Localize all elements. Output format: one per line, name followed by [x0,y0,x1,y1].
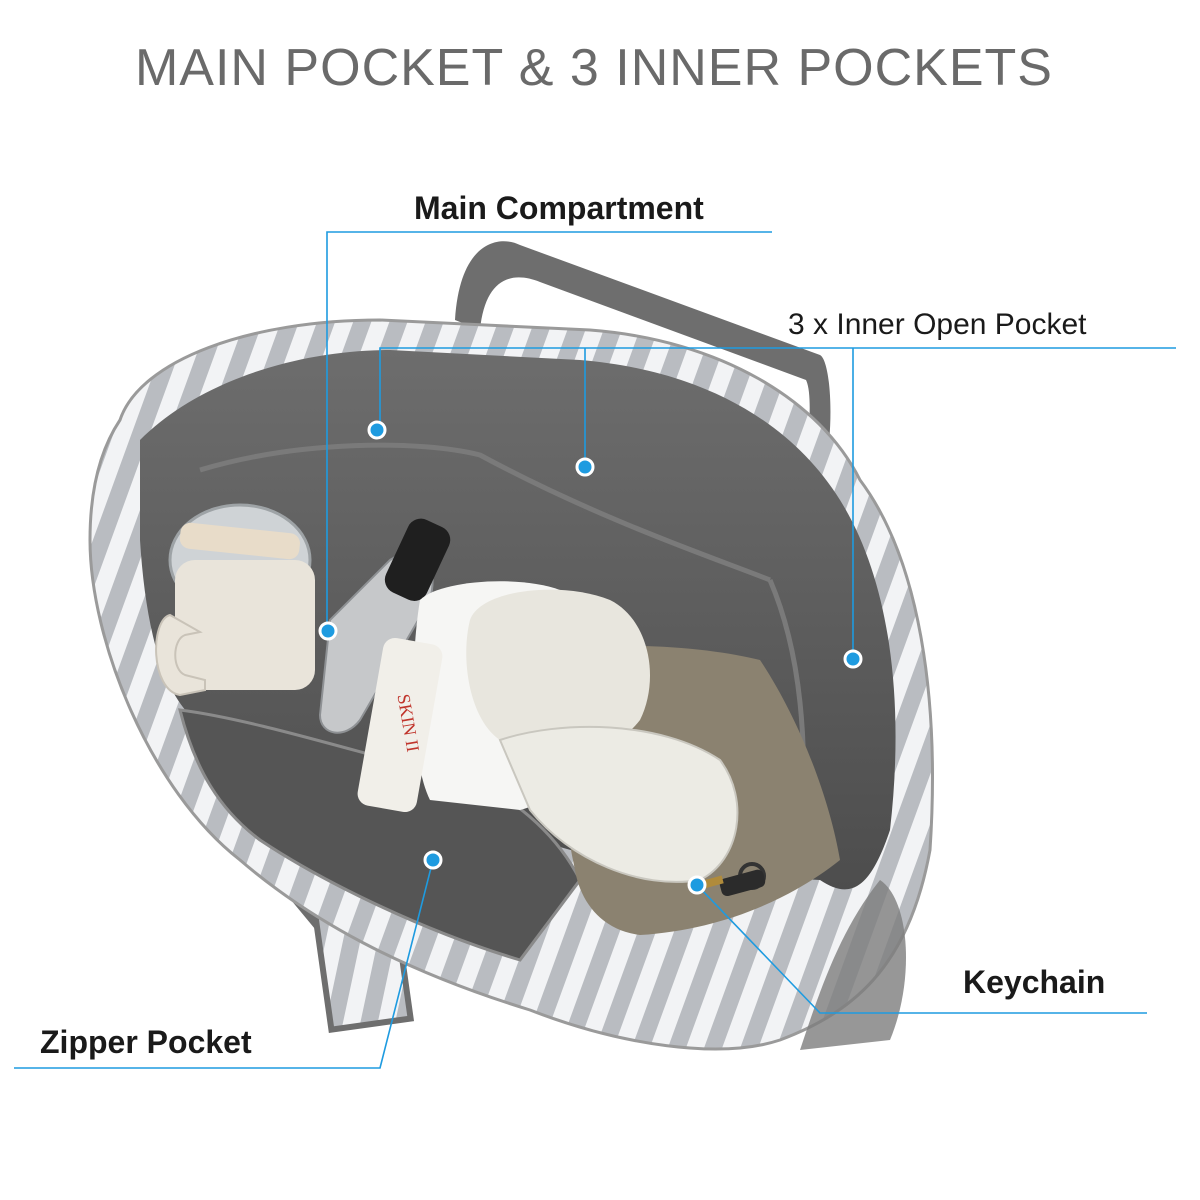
cap-brim [498,725,739,883]
callout-line-key [696,884,1147,1014]
label-main-compartment: Main Compartment [414,190,704,226]
label-zipper-pocket: Zipper Pocket [40,1024,252,1060]
key [719,869,766,897]
callout-lines [14,231,1176,1069]
mesh-side-pocket [800,880,907,1050]
callout-line-inner [379,347,1176,430]
callout-dots [318,420,863,895]
callout-line-zip [14,859,434,1069]
back-handle [455,241,831,470]
inner-pocket-edge-1 [199,442,771,583]
label-keychain: Keychain [963,964,1106,1000]
callout-dot-zip [423,850,443,870]
callout-line-main [326,231,772,630]
callout-dot-inner-3 [843,649,863,669]
callout-dot-main [318,621,338,641]
key-blade [702,875,724,889]
tumbler-body [175,560,315,690]
label-inner-open-pocket: 3 x Inner Open Pocket [788,308,1087,341]
skincare-bottle [357,637,443,813]
toothbrush [179,522,300,560]
cap-crown [466,589,650,754]
headline: MAIN POCKET & 3 INNER POCKETS [134,39,1053,97]
tumbler-handle [155,613,206,697]
umbrella-handle [384,518,451,601]
callout-dot-key [687,875,707,895]
callout-dot-inner-1 [367,420,387,440]
callout-dot-inner-2 [575,457,595,477]
